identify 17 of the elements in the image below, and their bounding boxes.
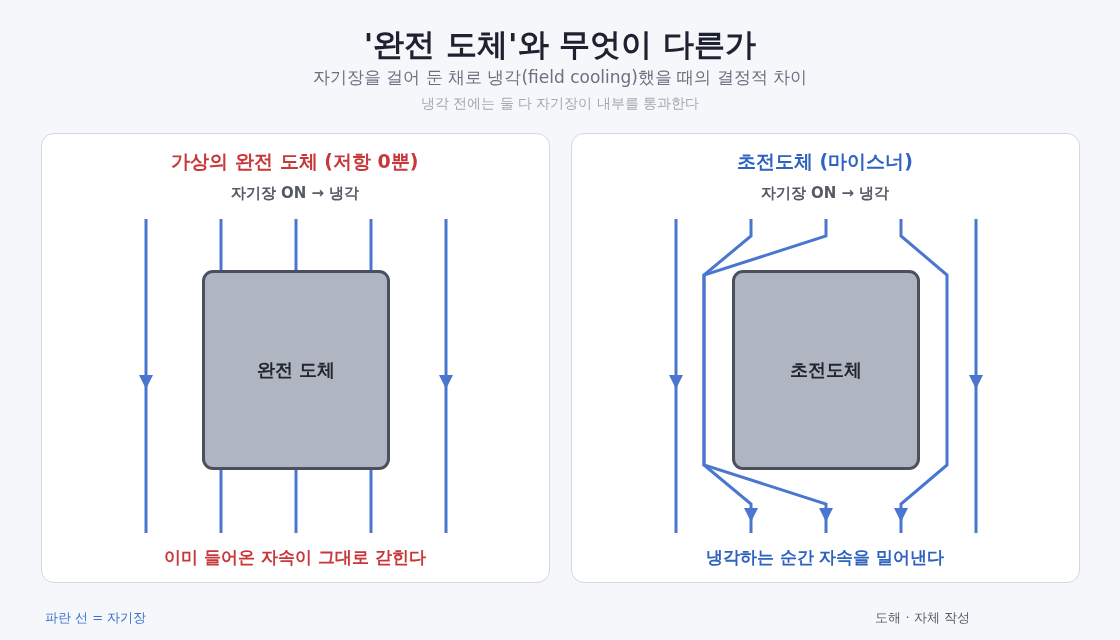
title: '완전 도체'와 무엇이 다른가: [363, 26, 757, 64]
subtitle: 자기장을 걸어 둔 채로 냉각(field cooling)했을 때의 결정적 차이: [312, 66, 808, 88]
credit-note: 도해 · 자체 작성: [875, 610, 970, 626]
panel-subheading: 자기장 ON → 냉각: [760, 184, 890, 202]
panel-heading: 초전도체 (마이스너): [737, 149, 913, 173]
panel-card: [41, 133, 550, 583]
panel-caption: 이미 들어온 자속이 그대로 갇힌다: [164, 546, 426, 568]
panel-card: [571, 133, 1080, 583]
block-label: 초전도체: [790, 359, 862, 381]
panel-heading: 가상의 완전 도체 (저항 0뿐): [171, 149, 419, 173]
legend-note: 파란 선 = 자기장: [45, 610, 147, 626]
block-label: 완전 도체: [256, 359, 336, 381]
conductor-block: [732, 270, 920, 470]
note: 냉각 전에는 둘 다 자기장이 내부를 통과한다: [420, 94, 700, 112]
panel-caption: 냉각하는 순간 자속을 밀어낸다: [705, 546, 945, 568]
conductor-block: [202, 270, 390, 470]
panel-subheading: 자기장 ON → 냉각: [230, 184, 360, 202]
